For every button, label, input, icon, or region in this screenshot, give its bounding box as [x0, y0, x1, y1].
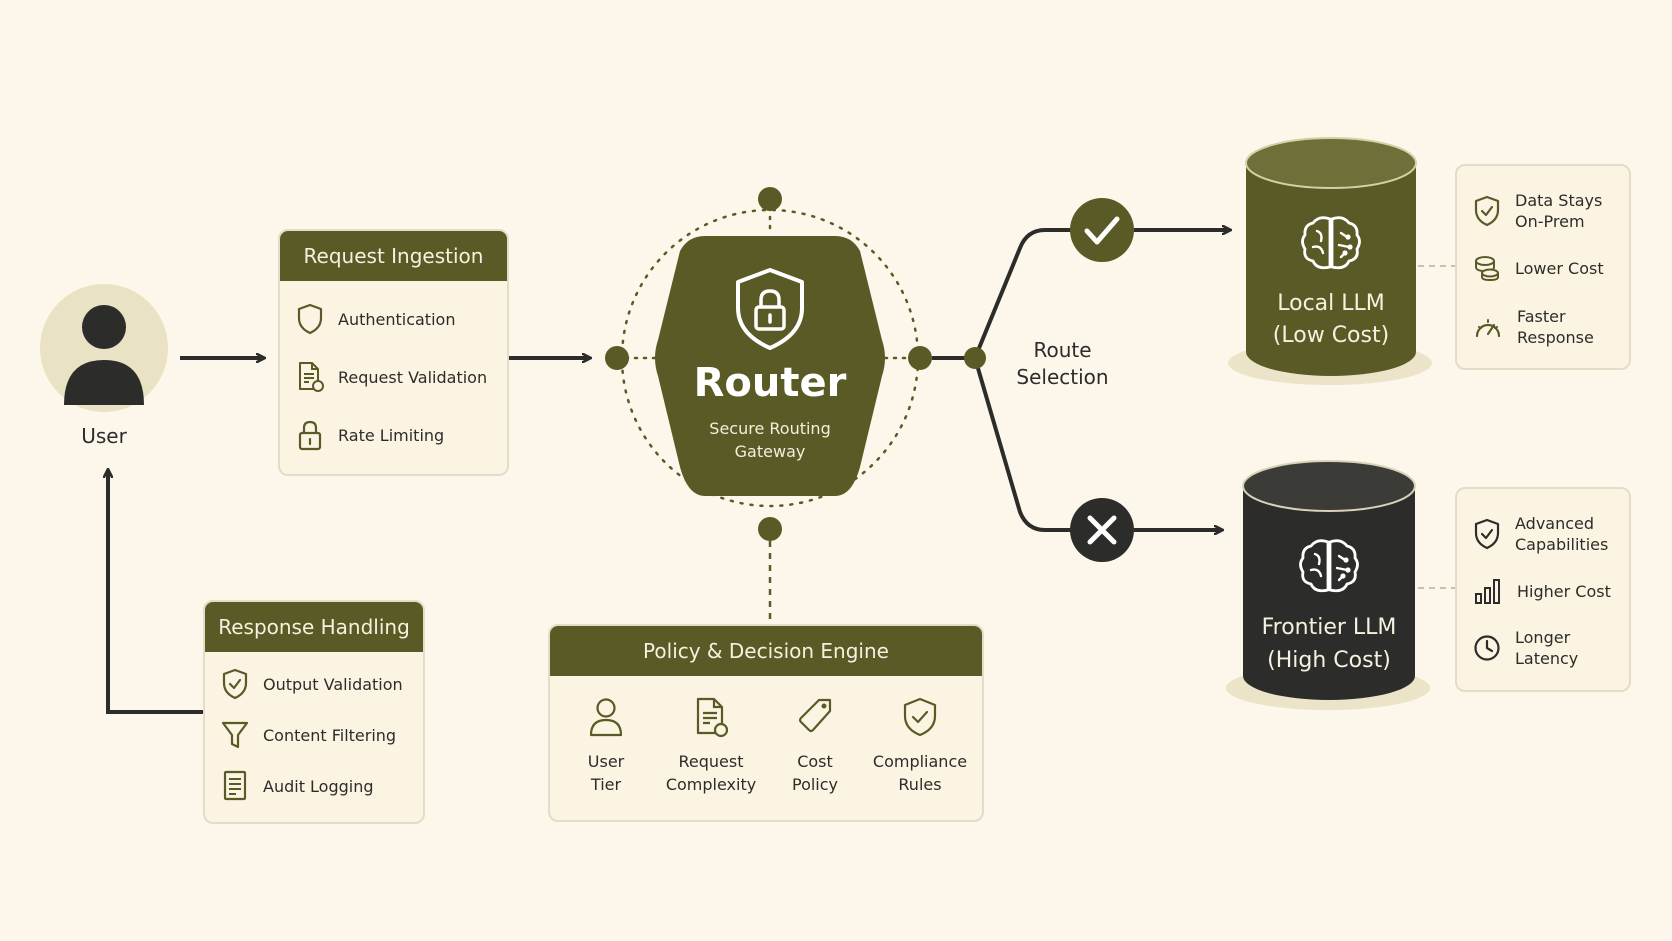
branch-upper-line: [973, 228, 1072, 359]
feature-line1: Faster: [1517, 307, 1566, 326]
list-item-content-filtering: Content Filtering: [221, 720, 396, 750]
response-handling-title: Response Handling: [218, 615, 410, 639]
ring-dot-left: [605, 346, 629, 370]
policy-item-line1: Cost: [797, 752, 833, 771]
policy-item-line2: Policy: [791, 775, 839, 794]
coins-icon: [1475, 256, 1499, 282]
shield-check-icon: [222, 668, 248, 700]
shield-check-icon: [1474, 518, 1500, 550]
ring-dot-bottom: [758, 517, 782, 541]
list-item-label: Content Filtering: [263, 725, 397, 745]
local-llm-cylinder[interactable]: [1228, 137, 1432, 385]
feature-advanced-capabilities: Advanced Capabilities: [1473, 513, 1608, 555]
policy-engine-title: Policy & Decision Engine: [643, 639, 889, 663]
policy-item-line1: Request: [678, 752, 744, 771]
local-llm-title-line2: (Low Cost): [1272, 323, 1390, 348]
feature-line2: On-Prem: [1515, 212, 1585, 231]
policy-item-line2: Rules: [898, 775, 942, 794]
request-ingestion-title: Request Ingestion: [303, 244, 484, 268]
shield-lock-icon: [736, 268, 804, 350]
feature-line2: Response: [1517, 328, 1594, 347]
brain-icon: [1299, 539, 1359, 593]
ring-dot-right: [908, 346, 932, 370]
response-handling-panel[interactable]: Response Handling Output Validation Cont…: [203, 600, 425, 824]
list-item-label: Rate Limiting: [338, 425, 445, 445]
policy-item-line2: Complexity: [665, 775, 757, 794]
policy-engine-header: Policy & Decision Engine: [550, 626, 982, 676]
ring-dot-top: [758, 187, 782, 211]
shield-icon: [297, 303, 323, 335]
feature-line1: Advanced: [1515, 514, 1595, 533]
policy-item-line1: User: [587, 752, 625, 771]
request-ingestion-panel[interactable]: Request Ingestion Authentication Request…: [278, 229, 509, 476]
local-route-check-icon: [1070, 198, 1134, 262]
local-llm-title-line1: Local LLM: [1277, 291, 1385, 316]
feature-higher-cost: Higher Cost: [1473, 577, 1611, 605]
frontier-llm-title-line1: Frontier LLM: [1261, 615, 1397, 640]
user-icon: [589, 698, 623, 737]
feature-line2: Capabilities: [1515, 535, 1609, 554]
feature-faster-response: Faster Response: [1473, 306, 1594, 348]
clock-icon: [1474, 635, 1500, 661]
frontier-llm-cylinder[interactable]: [1226, 460, 1430, 710]
policy-engine-panel[interactable]: Policy & Decision Engine User Tier Reque…: [548, 624, 984, 822]
frontier-route-x-icon: [1070, 498, 1134, 562]
lock-icon: [298, 420, 322, 451]
local-llm-features-panel: Data Stays On-Prem Lower Cost Faster Res…: [1455, 164, 1631, 370]
document-check-icon: [299, 362, 324, 392]
feature-line1: Lower Cost: [1515, 258, 1604, 278]
document-check-icon: [696, 697, 729, 738]
list-item-rate-limiting: Rate Limiting: [296, 419, 444, 451]
list-item-request-validation: Request Validation: [296, 361, 487, 393]
gauge-icon: [1475, 319, 1501, 338]
list-item-label: Audit Logging: [263, 776, 374, 796]
router-node[interactable]: [655, 236, 885, 496]
list-item-audit-logging: Audit Logging: [221, 770, 374, 802]
router-title: Router: [693, 360, 847, 406]
feature-longer-latency: Longer Latency: [1473, 627, 1578, 669]
feature-data-stays-on-prem: Data Stays On-Prem: [1473, 190, 1602, 232]
policy-item-line2: Tier: [590, 775, 622, 794]
feature-line1: Longer: [1515, 628, 1571, 647]
policy-item-compliance-rules: Compliance Rules: [865, 696, 975, 796]
branch-lower-line: [973, 357, 1072, 532]
list-item-label: Output Validation: [263, 674, 403, 694]
feature-line2: Latency: [1515, 649, 1579, 668]
brain-icon: [1301, 216, 1361, 270]
list-item-label: Request Validation: [338, 367, 488, 387]
policy-item-request-complexity: Request Complexity: [656, 696, 766, 796]
document-icon: [223, 770, 247, 801]
branch-junction-dot: [964, 347, 986, 369]
user-avatar[interactable]: [40, 284, 168, 412]
list-item-authentication: Authentication: [296, 303, 455, 335]
list-item-output-validation: Output Validation: [221, 668, 403, 700]
feature-line1: Data Stays: [1515, 191, 1603, 210]
list-item-label: Authentication: [338, 309, 456, 329]
route-selection-label-line2: Selection: [1016, 365, 1109, 389]
request-ingestion-header: Request Ingestion: [280, 231, 507, 281]
user-label: User: [81, 424, 127, 448]
arrow-response-to-user: [108, 470, 203, 714]
feature-lower-cost: Lower Cost: [1473, 254, 1604, 282]
bar-chart-icon: [1475, 579, 1500, 604]
shield-check-icon: [1474, 195, 1500, 227]
frontier-llm-title-line2: (High Cost): [1267, 648, 1391, 673]
policy-item-user-tier: User Tier: [551, 696, 661, 796]
router-subtitle-line2: Gateway: [734, 442, 806, 461]
shield-check-icon: [903, 697, 937, 737]
policy-item-line1: Compliance: [872, 752, 968, 771]
router-subtitle-line1: Secure Routing: [709, 419, 831, 438]
filter-icon: [221, 721, 249, 749]
tag-icon: [798, 698, 832, 733]
policy-item-cost-policy: Cost Policy: [760, 696, 870, 796]
route-selection-label-line1: Route: [1033, 338, 1092, 362]
frontier-llm-features-panel: Advanced Capabilities Higher Cost Longer…: [1455, 487, 1631, 692]
feature-line1: Higher Cost: [1517, 581, 1611, 601]
response-handling-header: Response Handling: [205, 602, 423, 652]
